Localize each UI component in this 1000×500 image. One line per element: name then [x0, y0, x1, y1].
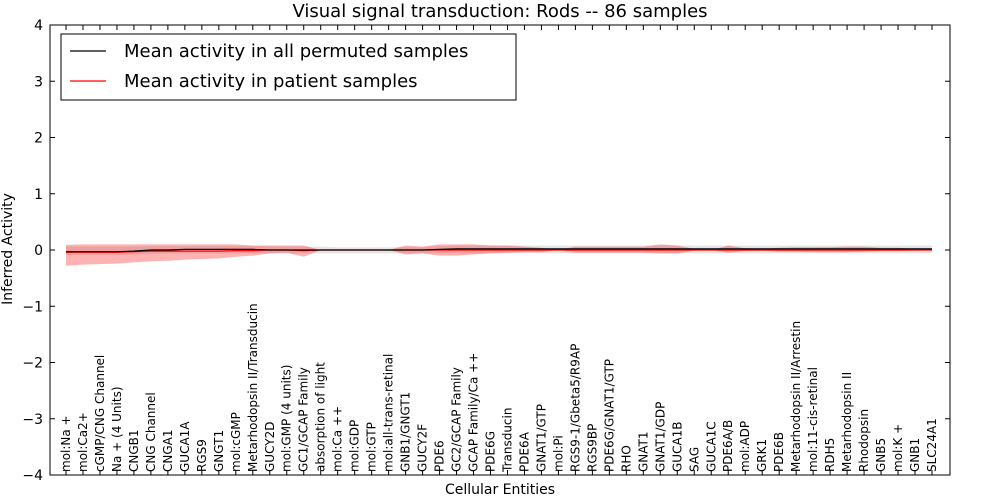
category-label: mol:Ca2+	[76, 412, 90, 472]
category-label: mol:11-cis-retinal	[806, 367, 820, 472]
category-label: Transducin	[501, 408, 515, 473]
y-tick-label: 4	[34, 18, 43, 34]
category-label: RHO	[619, 445, 633, 472]
category-label: RDH5	[823, 438, 837, 472]
category-label: Na + (4 Units)	[110, 386, 124, 472]
category-label: GNB1	[908, 438, 922, 472]
category-label: mol:cGMP	[229, 412, 243, 472]
legend-box	[60, 33, 517, 101]
category-label: PDE6G/GNAT1/GTP	[602, 359, 616, 472]
chart-title: Visual signal transduction: Rods -- 86 s…	[292, 1, 707, 22]
category-label: GNB5	[874, 438, 888, 472]
y-tick-label: −3	[22, 412, 43, 428]
category-label: GNAT1/GTP	[535, 404, 549, 472]
category-label: PDE6G	[484, 431, 498, 472]
category-label: GNAT1	[636, 431, 650, 472]
category-label: PDE6A/B	[721, 420, 735, 472]
category-label: GNB1/GNGT1	[399, 392, 413, 472]
category-label: RGS9-1/Gbeta5/R9AP	[568, 344, 582, 472]
legend-label-permuted: Mean activity in all permuted samples	[124, 41, 468, 62]
category-label: GUCY2F	[416, 424, 430, 472]
confidence-bands	[66, 244, 932, 266]
category-label: RGS9	[195, 439, 209, 472]
category-label: Metarhodopsin II/Transducin	[246, 303, 260, 472]
category-label: CNGB1	[127, 429, 141, 472]
plot-frame	[49, 24, 951, 476]
category-label: GC1/GCAP Family	[297, 367, 311, 472]
category-label: RGS9BP	[585, 424, 599, 472]
category-label: PDE6	[433, 440, 447, 472]
category-label: GCAP Family/Ca ++	[467, 353, 481, 472]
category-label: mol:Na +	[59, 415, 73, 472]
category-label: CNG Channel	[144, 392, 158, 472]
y-tick-label: 0	[34, 243, 43, 259]
category-label: mol:Pi	[551, 435, 565, 472]
category-label: GNAT1/GDP	[653, 402, 667, 472]
category-label: GNGT1	[212, 430, 226, 472]
series-lines	[66, 248, 932, 253]
category-label: PDE6A	[518, 431, 532, 472]
category-label: GUCA1C	[704, 421, 718, 472]
y-tick-label: −2	[22, 356, 43, 372]
category-label: mol:GDP	[348, 420, 362, 472]
category-label: Rhodopsin	[857, 409, 871, 472]
category-label: PDE6B	[772, 432, 786, 472]
y-axis-ticks: −4 −3 −2 −1 0 1 2 3 4	[22, 18, 950, 484]
x-axis-label: Cellular Entities	[445, 482, 555, 498]
category-label: cGMP/CNG Channel	[93, 355, 107, 472]
band-series-1	[66, 244, 932, 266]
line-series-1	[66, 249, 932, 253]
category-label: mol:ADP	[738, 421, 752, 472]
category-label: SLC24A1	[925, 418, 939, 472]
y-tick-label: −1	[22, 299, 43, 315]
category-label: GRK1	[755, 439, 769, 472]
category-label: GUCA1A	[178, 421, 192, 472]
category-label: CNGA1	[161, 430, 175, 473]
y-tick-label: −4	[22, 468, 43, 484]
y-tick-label: 3	[34, 74, 43, 90]
category-label: absorption of light	[314, 362, 328, 472]
line-series-0	[66, 248, 932, 253]
category-label: mol:GTP	[365, 422, 379, 472]
category-label: GUCA1B	[670, 421, 684, 472]
legend-label-patient: Mean activity in patient samples	[124, 71, 418, 92]
category-label: GUCY2D	[263, 422, 277, 472]
category-label: mol:K +	[891, 424, 905, 472]
category-label: Metarhodopsin II	[840, 372, 854, 472]
category-label: GC2/GCAP Family	[450, 367, 464, 472]
legend: Mean activity in all permuted samples Me…	[60, 33, 517, 101]
category-label: mol:GMP (4 units)	[280, 365, 294, 472]
y-tick-label: 2	[34, 131, 43, 147]
category-label: mol:Ca ++	[331, 406, 345, 472]
category-label: mol:all-trans-retinal	[382, 354, 396, 472]
category-label: Metarhodopsin II/Arrestin	[789, 321, 803, 472]
category-label: SAG	[687, 447, 701, 472]
y-tick-label: 1	[34, 187, 43, 203]
y-axis-label: Inferred Activity	[0, 193, 16, 305]
